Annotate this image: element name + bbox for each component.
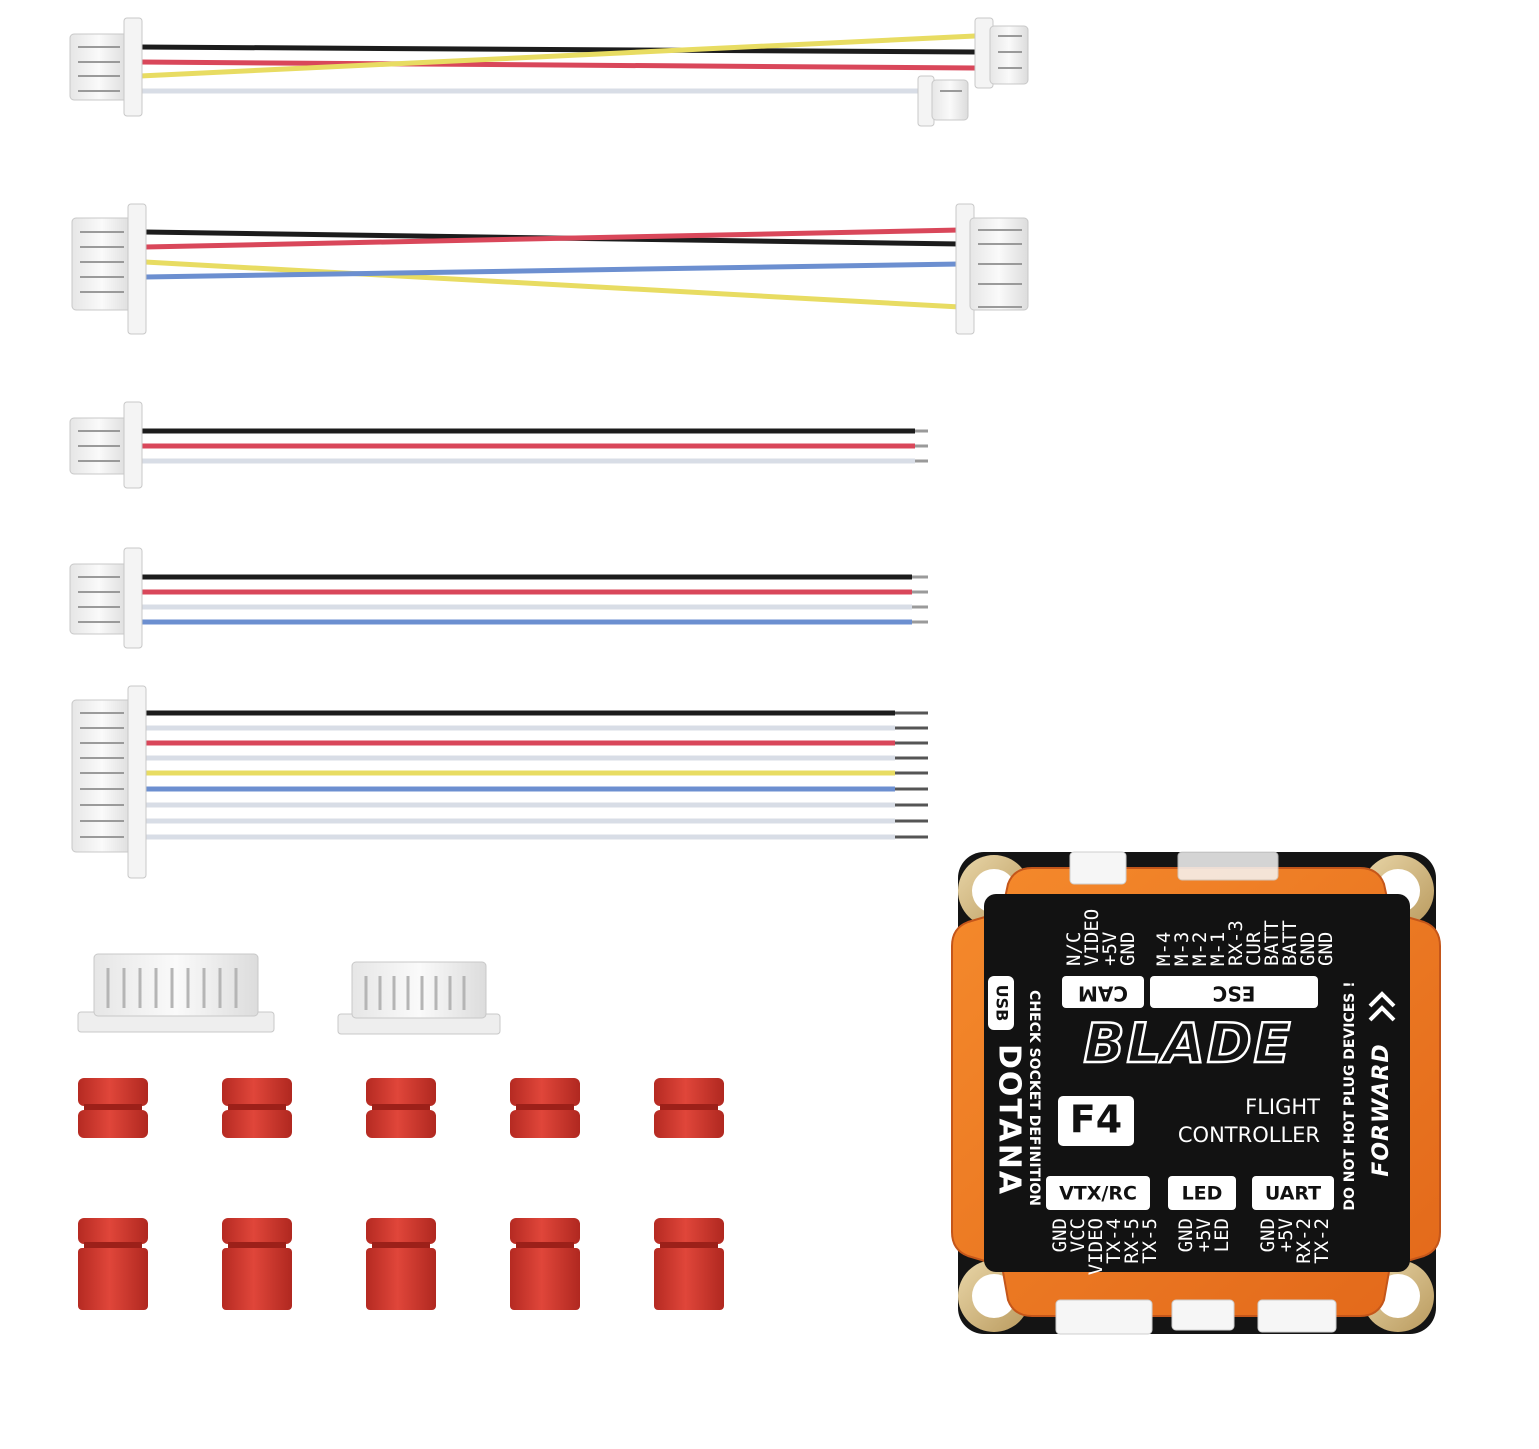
cam-pin: GND xyxy=(1117,932,1139,966)
forward-label: FORWARD xyxy=(1369,1043,1394,1176)
connector-left xyxy=(71,685,147,879)
uart-pin: +5V xyxy=(1275,1218,1297,1252)
wire xyxy=(139,33,976,79)
esc-pin: BATT xyxy=(1279,920,1301,966)
vtx-pin: TX-5 xyxy=(1139,1218,1161,1264)
hot-plug-warning: DO NOT HOT PLUG DEVICES ! xyxy=(1342,981,1358,1210)
grommet xyxy=(510,1078,580,1138)
model-label: F4 xyxy=(1070,1098,1122,1142)
cable-1 xyxy=(69,17,1029,127)
title-line-1: FLIGHT xyxy=(1245,1095,1320,1119)
usb-tag: USB xyxy=(988,976,1014,1030)
cam-block: N/C VIDEO +5V GND CAM xyxy=(1062,909,1144,1008)
esc-pin: GND xyxy=(1315,932,1337,966)
uart-pin: TX-2 xyxy=(1311,1218,1333,1264)
vtx-block: VTX/RC GND VCC VIDEO TX-4 RX-5 TX-5 xyxy=(1046,1176,1161,1275)
connector-right-1pin xyxy=(917,75,969,127)
uart-label: UART xyxy=(1265,1183,1321,1205)
wire xyxy=(144,259,961,310)
connector-left xyxy=(69,401,143,489)
connector-right-3pin xyxy=(974,17,1029,89)
title-line-2: CONTROLLER xyxy=(1178,1123,1320,1147)
cable-3 xyxy=(69,401,928,489)
grommet xyxy=(366,1218,436,1310)
vtx-pin: GND xyxy=(1049,1218,1071,1252)
flight-controller: N/C VIDEO +5V GND CAM M-4 M-3 M-2 M-1 RX… xyxy=(951,851,1441,1335)
vtx-pin: TX-4 xyxy=(1103,1218,1125,1264)
uart-pin: GND xyxy=(1257,1218,1279,1252)
connector-bottom-vtx xyxy=(1055,1299,1153,1335)
wire xyxy=(139,44,976,55)
grommet xyxy=(366,1078,436,1138)
uart-block: UART GND +5V RX-2 TX-2 xyxy=(1252,1176,1334,1264)
cam-label: CAM xyxy=(1078,982,1128,1006)
connector-top-cam xyxy=(1069,851,1127,885)
usb-label: USB xyxy=(993,985,1012,1022)
cable-4 xyxy=(69,547,928,649)
connector-left xyxy=(71,203,147,335)
led-pin: GND xyxy=(1175,1218,1197,1252)
socket-2 xyxy=(337,961,501,1035)
connector-top-esc xyxy=(1177,851,1279,881)
cam-pin: +5V xyxy=(1099,932,1121,966)
led-pin: +5V xyxy=(1193,1218,1215,1252)
esc-pin: M-3 xyxy=(1171,932,1193,966)
uart-pin: RX-2 xyxy=(1293,1218,1315,1264)
connector-left xyxy=(69,547,143,649)
grommet xyxy=(222,1218,292,1310)
maker-logo: DOTANA xyxy=(992,1044,1027,1196)
connector-bottom-led xyxy=(1171,1299,1235,1331)
vtx-pin: RX-5 xyxy=(1121,1218,1143,1264)
vtx-pin: VIDEO xyxy=(1085,1218,1107,1275)
wire xyxy=(144,261,961,280)
esc-label: ESC xyxy=(1213,982,1256,1006)
vtx-label: VTX/RC xyxy=(1059,1183,1137,1205)
esc-pin: M-2 xyxy=(1189,932,1211,966)
grommet-row-1 xyxy=(78,1078,724,1138)
forward-arrow-icon xyxy=(1368,991,1396,1022)
esc-pin: GND xyxy=(1297,932,1319,966)
connector-bottom-uart xyxy=(1257,1299,1337,1333)
esc-block: M-4 M-3 M-2 M-1 RX-3 CUR BATT BATT GND G… xyxy=(1150,920,1337,1008)
grommet xyxy=(510,1218,580,1310)
wire xyxy=(139,59,976,71)
cam-pin: N/C xyxy=(1063,932,1085,966)
vtx-pin: VCC xyxy=(1067,1218,1089,1252)
led-block: LED GND +5V LED xyxy=(1168,1176,1236,1252)
esc-pin: M-1 xyxy=(1207,932,1229,966)
connector-right xyxy=(955,203,1029,335)
wire-tips xyxy=(895,711,928,839)
cable-5 xyxy=(71,685,928,879)
check-socket-text: CHECK SOCKET DEFINITION xyxy=(1026,990,1042,1206)
wire xyxy=(144,227,961,250)
esc-pin: CUR xyxy=(1243,931,1265,966)
grommet xyxy=(222,1078,292,1138)
brand-logo: BLADE xyxy=(1083,1012,1292,1075)
grommet xyxy=(78,1078,148,1138)
grommet xyxy=(654,1078,724,1138)
cam-pin: VIDEO xyxy=(1081,909,1103,966)
esc-pin: M-4 xyxy=(1153,932,1175,966)
socket-1 xyxy=(77,953,275,1033)
grommet xyxy=(78,1218,148,1310)
esc-pin: BATT xyxy=(1261,920,1283,966)
cable-2 xyxy=(71,203,1029,335)
grommet xyxy=(654,1218,724,1310)
grommet-row-2 xyxy=(78,1218,724,1310)
esc-pin: RX-3 xyxy=(1225,920,1247,966)
led-pin: LED xyxy=(1211,1218,1233,1252)
connector-left xyxy=(69,17,143,117)
led-label: LED xyxy=(1182,1183,1223,1205)
